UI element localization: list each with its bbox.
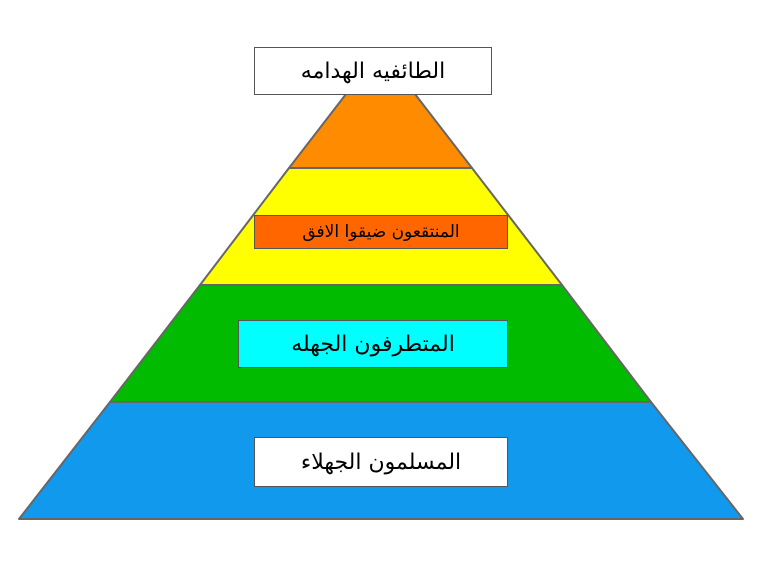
pyramid-tier-top <box>288 84 473 169</box>
third-tier-label: المتطرفون الجهله <box>238 320 508 368</box>
base-tier-label: المسلمون الجهلاء <box>254 437 508 487</box>
top-tier-label: الطائفيه الهدامه <box>254 47 492 95</box>
second-tier-label: المنتقعون ضيقوا الافق <box>254 215 508 249</box>
